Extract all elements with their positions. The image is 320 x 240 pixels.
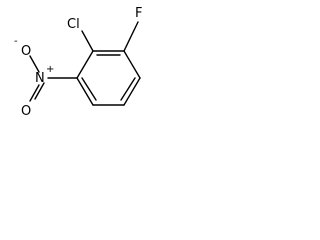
bond-c2-fluorine [123, 21, 139, 52]
bond-c1-chlorine [81, 30, 94, 52]
double-bond-nitrogen-oxygen-bottom [34, 82, 45, 100]
bond-nitrogen-oxygen-top [29, 55, 40, 73]
ring-double-bond-c5-c6 [81, 77, 97, 101]
nitrogen-atom-label: N [35, 71, 45, 86]
ring-bond-c3-c4 [123, 77, 141, 106]
oxygen-top-atom-label: O [21, 44, 31, 59]
nitrogen-charge-label: + [46, 64, 54, 75]
ring-bond-c5-c6 [76, 77, 94, 106]
oxygen-top-charge-label: - [14, 36, 18, 47]
oxygen-bottom-atom-label: O [21, 104, 31, 119]
ring-bond-c2-c3 [123, 50, 141, 79]
molecule-structure: Cl F N + O - O [14, 6, 142, 119]
chlorine-atom-label: Cl [67, 17, 80, 32]
benzene-ring [76, 50, 141, 106]
ring-double-bond-c3-c4 [120, 77, 136, 101]
ring-bond-c6-c1 [76, 50, 94, 79]
fluorine-atom-label: F [135, 6, 142, 21]
bond-nitrogen-oxygen-bottom [29, 84, 40, 102]
